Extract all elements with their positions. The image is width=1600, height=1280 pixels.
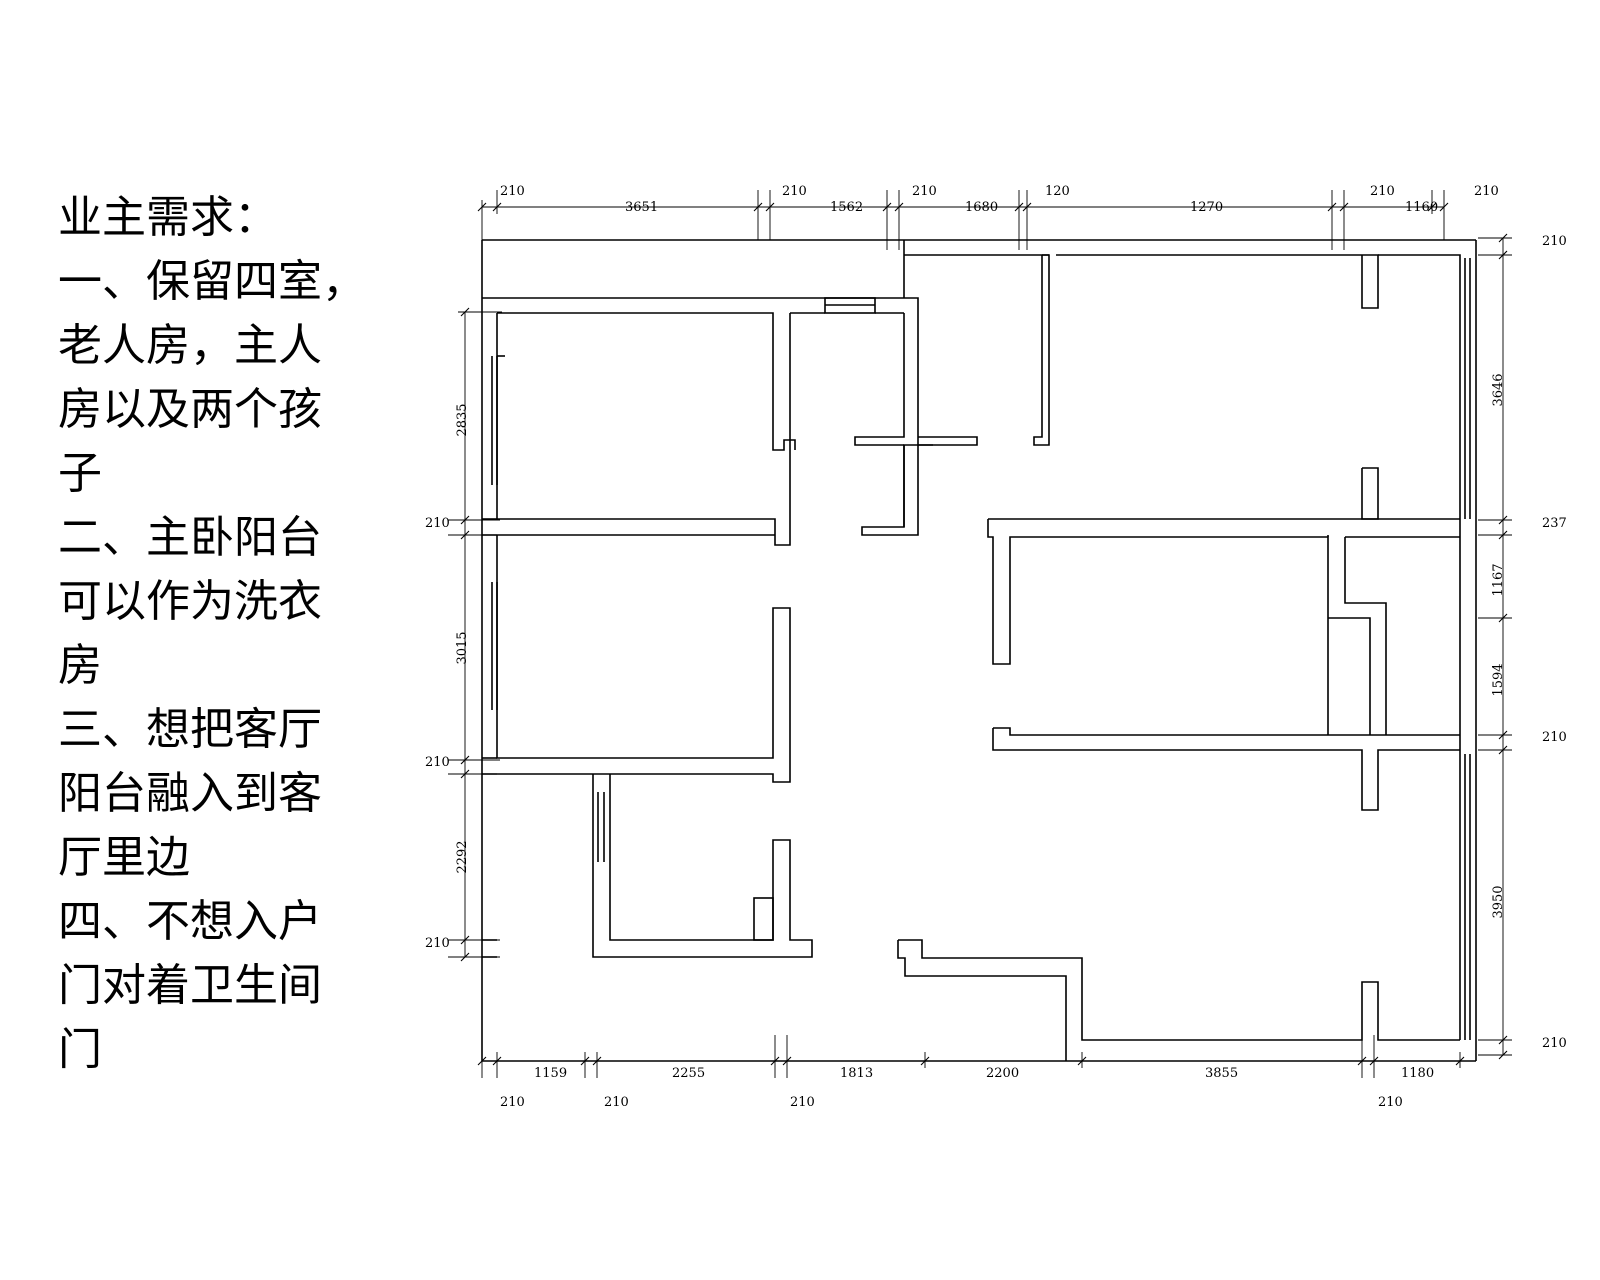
requirement-line: 门: [58, 1024, 102, 1075]
dim-label: 1562: [830, 200, 863, 215]
top-dimension-labels-upper: 210 210 210 120 210 210: [500, 184, 1499, 199]
dim-label: 210: [425, 755, 450, 770]
wall-segment: [592, 774, 813, 958]
dim-label: 2200: [986, 1066, 1019, 1081]
dim-label: 210: [500, 1095, 525, 1110]
wall-segment: [497, 312, 796, 451]
dim-label: 3015: [455, 631, 470, 664]
requirement-line: 三、想把客厅: [58, 704, 322, 755]
cabinet: [753, 897, 774, 941]
dim-label: 1180: [1401, 1066, 1434, 1081]
dim-label: 210: [425, 936, 450, 951]
dim-label: 210: [1542, 234, 1567, 249]
dim-label: 3855: [1205, 1066, 1238, 1081]
requirement-line: 阳台融入到客: [58, 768, 322, 819]
dim-label: 1813: [840, 1066, 873, 1081]
requirement-line: 门对着卫生间: [58, 960, 322, 1011]
wall-segment: [496, 535, 791, 783]
dim-label: 2292: [455, 840, 470, 873]
left-dimension-labels: 2835 210 3015 210 2292 210: [425, 403, 470, 951]
dim-label: 237: [1542, 516, 1567, 531]
dim-label: 210: [912, 184, 937, 199]
requirement-line: 老人房，主人: [58, 320, 322, 371]
dim-label: 210: [1474, 184, 1499, 199]
requirement-line: 一、保留四室，: [58, 256, 366, 307]
wall-segment: [1328, 617, 1371, 735]
wall-segment: [1033, 254, 1050, 446]
dimension-ticks: [460, 202, 1508, 1066]
requirement-line: 房: [58, 640, 102, 691]
dim-label: 120: [1045, 184, 1070, 199]
wall-segment: [897, 940, 1067, 1061]
wall-segment: [496, 313, 791, 546]
requirement-line: 厅里边: [58, 832, 190, 883]
dim-label: 3950: [1491, 885, 1506, 918]
requirements-title: 业主需求：: [58, 192, 278, 243]
requirement-line: 四、不想入户: [58, 896, 322, 947]
bottom-dimension-labels-upper: 1159 2255 1813 2200 3855 1180: [534, 1066, 1434, 1081]
wall-segment: [918, 436, 978, 446]
dimension-lines: [448, 190, 1512, 1078]
right-dimension-labels: 210 3646 237 1167 1594 210 3950 210: [1491, 234, 1567, 1051]
wall-segment: [898, 939, 1460, 1041]
wall-segment: [1344, 537, 1387, 735]
dim-label: 1270: [1190, 200, 1223, 215]
wall-segment: [993, 727, 1460, 736]
dim-label: 2835: [455, 403, 470, 436]
dim-label: 210: [790, 1095, 815, 1110]
dim-label: 2255: [672, 1066, 705, 1081]
walls: [481, 239, 1477, 1062]
dim-label: 210: [604, 1095, 629, 1110]
requirement-line: 可以作为洗衣: [58, 576, 322, 627]
dim-label: 210: [500, 184, 525, 199]
dim-label: 3651: [625, 200, 658, 215]
bottom-dimension-labels-lower: 210 210 210 210: [500, 1095, 1403, 1110]
dim-label: 210: [1542, 1036, 1567, 1051]
dim-label: 210: [1370, 184, 1395, 199]
dim-label: 1594: [1491, 663, 1506, 696]
dim-label: 3646: [1491, 373, 1506, 406]
wall-segment: [1361, 254, 1379, 309]
owner-requirements: 业主需求： 一、保留四室， 老人房，主人 房以及两个孩 子 二、主卧阳台 可以作…: [58, 186, 418, 1082]
dim-label: 210: [425, 516, 450, 531]
dim-label: 1167: [1491, 563, 1506, 596]
wall-segment: [854, 313, 905, 446]
dim-label: 210: [1542, 730, 1567, 745]
dim-label: 1160: [1405, 200, 1438, 215]
dim-label: 1159: [534, 1066, 567, 1081]
requirement-line: 子: [58, 448, 102, 499]
wall-segment: [482, 297, 933, 536]
dim-label: 210: [782, 184, 807, 199]
wall-segment: [1361, 467, 1379, 520]
dim-label: 1680: [965, 200, 998, 215]
wall-segment: [987, 519, 1329, 735]
wall-segment: [992, 728, 1460, 811]
top-dimension-labels-lower: 3651 1562 1680 1270 1160: [625, 200, 1438, 215]
wall-segment: [1378, 254, 1461, 1040]
requirement-line: 二、主卧阳台: [58, 512, 322, 563]
dim-label: 210: [1378, 1095, 1403, 1110]
requirement-line: 房以及两个孩: [58, 384, 322, 435]
